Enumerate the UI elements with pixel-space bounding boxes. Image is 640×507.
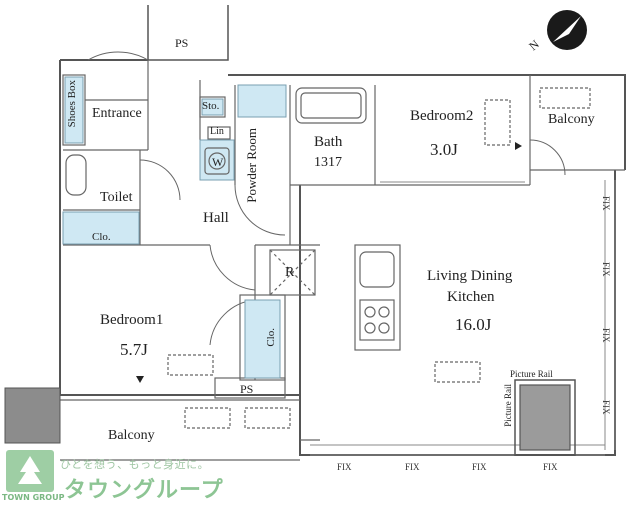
bathtub [295, 87, 367, 124]
compass-icon [547, 10, 587, 50]
washer-label: W [212, 155, 224, 169]
bedroom1-marker [136, 376, 144, 383]
powder-room-label: Powder Room [244, 128, 259, 203]
closet-bedroom1-frame [239, 294, 286, 381]
fix-label-bottom-4: FIX [543, 462, 558, 472]
ac-unit-bedroom1 [167, 354, 214, 376]
lin-frame [207, 126, 231, 140]
bedroom2-size-label: 3.0J [430, 140, 458, 159]
fix-label-right-1: FIX [601, 196, 611, 211]
sink-area [237, 84, 287, 118]
bath-size-label: 1317 [314, 155, 342, 170]
lin-label: Lin [210, 126, 224, 137]
sto-frame [199, 96, 226, 118]
kitchen-island [354, 244, 401, 351]
logo-brand: タウングループ [64, 478, 224, 503]
toilet-bowl [65, 154, 87, 196]
refrigerator-box [269, 249, 316, 296]
fix-label-bottom-1: FIX [337, 462, 352, 472]
bedroom1-size-label: 5.7J [120, 340, 148, 359]
picture-rail-box [514, 379, 576, 456]
closet-toilet-label: Clo. [92, 231, 111, 243]
sto-fill [201, 98, 224, 116]
refrigerator-label: R [285, 265, 295, 280]
fix-label-right-3: FIX [601, 328, 611, 343]
top-notch-wall [147, 5, 229, 61]
ps-bottom-label: PS [240, 382, 254, 396]
ldk-size-label: 16.0J [455, 315, 492, 334]
ldk-label-line1: Living Dining [427, 268, 513, 284]
ps-top-label: PS [175, 36, 189, 50]
logo-slogan: ひとを想う、もっと身近に。 [60, 458, 210, 471]
fix-label-bottom-3: FIX [472, 462, 487, 472]
closet-bedroom1-label: Clo. [265, 328, 277, 347]
exterior-wall-top [228, 74, 626, 170]
ac-outdoor-right [539, 87, 591, 109]
ac-unit-ldk [434, 361, 481, 383]
entrance-label: Entrance [92, 106, 142, 121]
fix-label-right-4: FIX [601, 400, 611, 415]
picture-rail-v-label: Picture Rail [503, 384, 513, 427]
shoes-box-frame [62, 74, 86, 146]
sto-label: Sto. [202, 100, 220, 112]
bedroom2-marker [515, 142, 522, 150]
closet-toilet-fill [62, 211, 140, 245]
shoes-box-fill [64, 76, 84, 144]
balcony-right-label: Balcony [548, 112, 595, 127]
tree-logo-icon [6, 450, 54, 492]
balcony-bottom-label: Balcony [108, 428, 155, 443]
closet-bedroom1-fill [244, 299, 281, 379]
bedroom1-label: Bedroom1 [100, 312, 164, 328]
bedroom2-label: Bedroom2 [410, 108, 474, 124]
washer-machine [204, 147, 230, 175]
fix-label-right-2: FIX [601, 262, 611, 277]
ac-unit-bedroom2 [484, 99, 511, 146]
hall-label: Hall [203, 210, 229, 226]
company-logo: ひとを想う、もっと身近に。 タウングループ TOWN GROUP [2, 448, 252, 506]
logo-group-name: TOWN GROUP [2, 493, 65, 502]
ac-outdoor-1 [184, 407, 231, 429]
fix-label-bottom-2: FIX [405, 462, 420, 472]
toilet-label: Toilet [100, 190, 133, 205]
ldk-label-line2: Kitchen [447, 289, 495, 305]
shoes-box-label: Shoes Box [66, 80, 78, 128]
ac-outdoor-2 [244, 407, 291, 429]
ac-outdoor-dark [4, 387, 61, 444]
picture-rail-h-label: Picture Rail [510, 369, 553, 379]
bath-label: Bath [314, 134, 343, 150]
